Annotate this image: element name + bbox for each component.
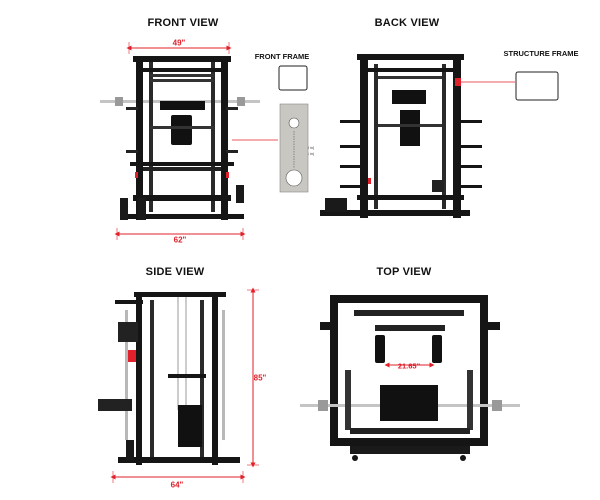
front-view-drawing [100,56,260,220]
front-view-title: FRONT VIEW [147,17,219,29]
front-frame-section-box [278,65,308,91]
side-view-drawing [98,292,240,465]
structure-frame-title: STRUCTURE FRAME [503,49,579,58]
front-frame-title: FRONT FRAME [254,52,310,61]
side-depth-label: 64" [170,480,184,490]
side-view-title: SIDE VIEW [145,266,205,278]
back-view-drawing [320,54,482,218]
side-height-label: 85" [253,373,267,383]
front-width-bottom-label: 62" [173,235,187,245]
top-view-drawing [300,295,520,461]
structure-frame-section-box [515,71,559,101]
top-view-title: TOP VIEW [376,266,432,278]
front-width-top-label: 49" [172,38,186,48]
back-view-title: BACK VIEW [374,17,440,29]
